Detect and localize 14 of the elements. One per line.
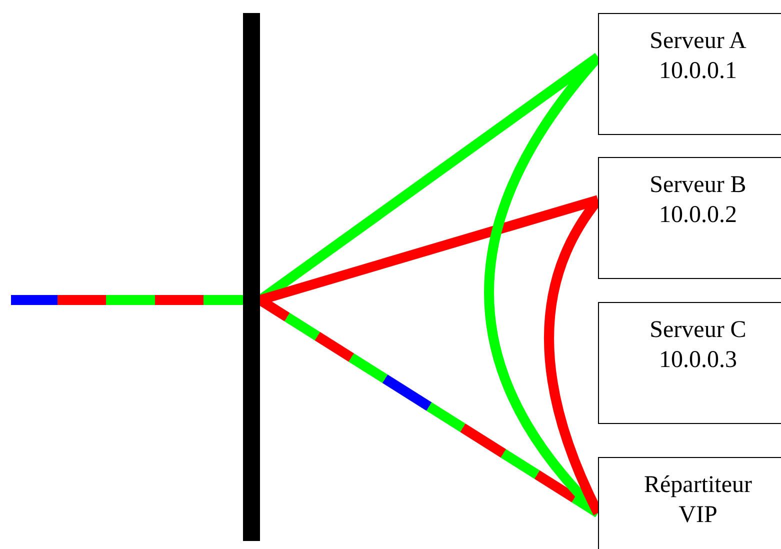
connector-line <box>11 295 243 305</box>
server-box <box>598 457 781 549</box>
server-box <box>598 302 781 424</box>
node-title: Répartiteur <box>644 471 752 500</box>
node-title: Serveur A <box>650 27 746 56</box>
node-title: Serveur C <box>650 316 746 345</box>
node-subtitle: 10.0.0.3 <box>659 346 737 375</box>
node-subtitle: 10.0.0.2 <box>659 201 737 230</box>
server-box <box>598 13 781 135</box>
node-title: Serveur B <box>650 171 746 200</box>
node-subtitle: 10.0.0.1 <box>659 57 737 86</box>
vertical-bar <box>243 13 260 541</box>
server-box <box>598 157 781 279</box>
node-subtitle: VIP <box>678 501 718 530</box>
